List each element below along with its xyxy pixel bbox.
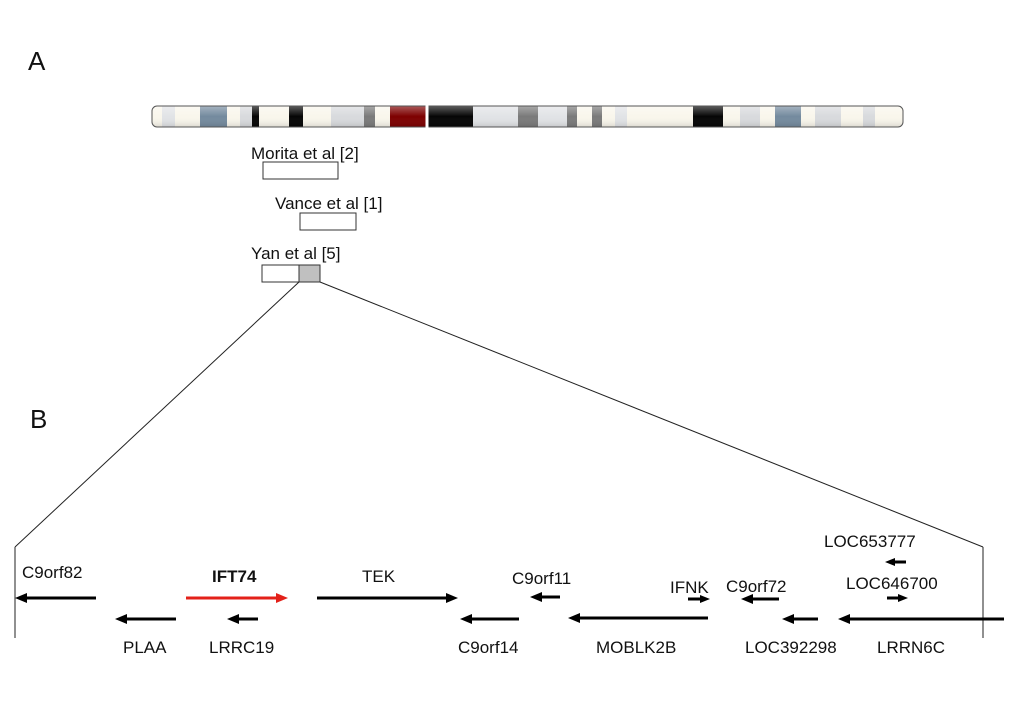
gene-loc392298: LOC392298 <box>745 614 837 657</box>
gene-lrrc19-arrowhead <box>227 614 239 624</box>
gene-ifnk: IFNK <box>670 578 710 603</box>
gene-label-moblk2b: MOBLK2B <box>596 638 676 657</box>
gene-label-c9orf11: C9orf11 <box>512 569 571 588</box>
gene-ift74-arrowhead <box>276 593 288 603</box>
gene-label-lrrc19: LRRC19 <box>209 638 274 657</box>
chromosome-ideogram <box>151 104 904 129</box>
gene-c9orf72-arrowhead <box>741 594 753 604</box>
study-region-yan-highlight <box>298 264 321 283</box>
gene-plaa: PLAA <box>115 614 176 657</box>
gene-label-lrrn6c: LRRN6C <box>877 638 945 657</box>
gene-lrrn6c: LRRN6C <box>838 614 1004 657</box>
gene-label-c9orf82: C9orf82 <box>22 563 82 582</box>
gene-lrrc19: LRRC19 <box>209 614 274 657</box>
gene-c9orf11-arrowhead <box>530 592 542 602</box>
zoom-line-left <box>14 281 300 548</box>
chromosome-shading <box>152 106 903 127</box>
gene-lrrn6c-arrowhead <box>838 614 850 624</box>
gene-loc392298-arrowhead <box>782 614 794 624</box>
gene-loc646700: LOC646700 <box>846 574 938 602</box>
gene-c9orf82: C9orf82 <box>15 563 96 603</box>
gene-tek-arrowhead <box>446 593 458 603</box>
gene-label-ift74: IFT74 <box>212 567 257 586</box>
gene-ift74: IFT74 <box>186 567 288 603</box>
gene-loc646700-arrowhead <box>898 594 908 602</box>
gene-c9orf14-arrowhead <box>460 614 472 624</box>
gene-label-loc653777: LOC653777 <box>824 532 916 551</box>
gene-loc653777-arrowhead <box>885 558 895 566</box>
gene-moblk2b-arrowhead <box>568 613 580 623</box>
study-region-vance <box>299 212 357 231</box>
gene-tek: TEK <box>317 567 458 603</box>
zoom-line-right <box>319 281 984 548</box>
gene-label-loc646700: LOC646700 <box>846 574 938 593</box>
study-yan: Yan et al [5] <box>251 244 340 283</box>
gene-ifnk-arrowhead <box>700 595 710 603</box>
study-label-vance: Vance et al [1] <box>275 194 382 213</box>
gene-moblk2b: MOBLK2B <box>568 613 708 657</box>
panel-label-a: A <box>28 46 46 76</box>
gene-loc653777: LOC653777 <box>824 532 916 566</box>
gene-label-loc392298: LOC392298 <box>745 638 837 657</box>
gene-c9orf14: C9orf14 <box>458 614 519 657</box>
gene-c9orf72: C9orf72 <box>726 577 786 604</box>
panel-label-b: B <box>30 404 47 434</box>
gene-label-plaa: PLAA <box>123 638 167 657</box>
gene-plaa-arrowhead <box>115 614 127 624</box>
gene-label-tek: TEK <box>362 567 396 586</box>
study-label-morita: Morita et al [2] <box>251 144 359 163</box>
gene-c9orf11: C9orf11 <box>512 569 571 602</box>
gene-c9orf82-arrowhead <box>15 593 27 603</box>
study-morita: Morita et al [2] <box>251 144 359 180</box>
gene-label-c9orf14: C9orf14 <box>458 638 518 657</box>
chromosome-outline <box>151 105 904 128</box>
study-region-morita <box>262 161 339 180</box>
study-vance: Vance et al [1] <box>275 194 382 231</box>
study-label-yan: Yan et al [5] <box>251 244 340 263</box>
gene-label-ifnk: IFNK <box>670 578 709 597</box>
gene-label-c9orf72: C9orf72 <box>726 577 786 596</box>
